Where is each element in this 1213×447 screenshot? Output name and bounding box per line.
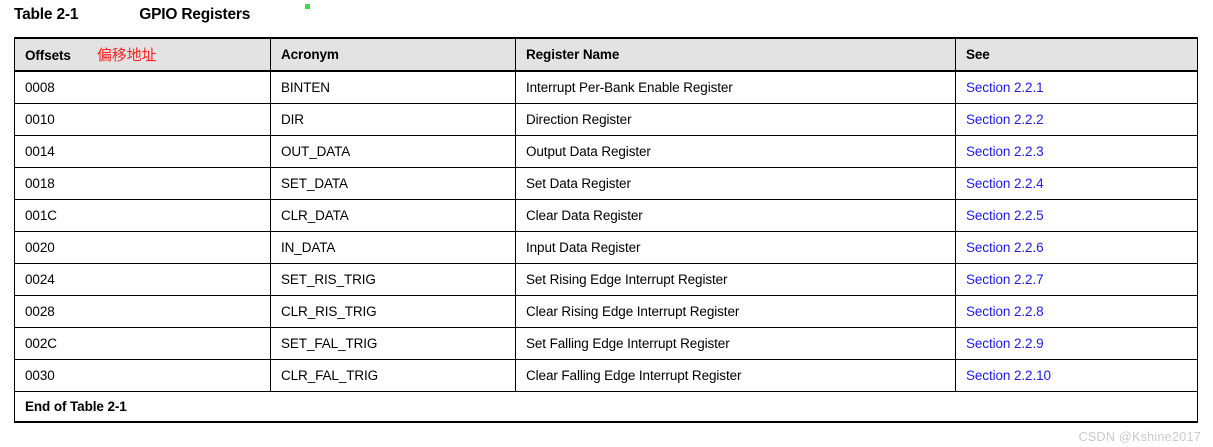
section-link[interactable]: Section 2.2.8 [966, 303, 1044, 319]
cell-offset: 0014 [14, 135, 271, 168]
section-link[interactable]: Section 2.2.9 [966, 335, 1044, 351]
cell-acronym: DIR [270, 103, 516, 136]
cell-register-name: Input Data Register [515, 231, 956, 264]
cell-see: Section 2.2.7 [955, 263, 1198, 296]
cell-acronym: CLR_RIS_TRIG [270, 295, 516, 328]
cell-register-name: Set Falling Edge Interrupt Register [515, 327, 956, 360]
section-link[interactable]: Section 2.2.10 [966, 367, 1051, 383]
cell-register-name: Set Data Register [515, 167, 956, 200]
section-link[interactable]: Section 2.2.2 [966, 111, 1044, 127]
section-link[interactable]: Section 2.2.1 [966, 79, 1044, 95]
cell-offset: 001C [14, 199, 271, 232]
cell-register-name: Clear Rising Edge Interrupt Register [515, 295, 956, 328]
table-header-row: Offsets 偏移地址 Acronym Register Name [14, 37, 1198, 72]
column-header-acronym: Acronym [270, 37, 516, 72]
column-header-offsets-annotation: 偏移地址 [96, 46, 157, 64]
cell-acronym: OUT_DATA [270, 135, 516, 168]
table-caption: Table 2-1 GPIO Registers [14, 1, 250, 29]
cell-see: Section 2.2.6 [955, 231, 1198, 264]
cell-see: Section 2.2.4 [955, 167, 1198, 200]
cell-acronym: IN_DATA [270, 231, 516, 264]
table-caption-title: GPIO Registers [139, 6, 251, 23]
section-link[interactable]: Section 2.2.7 [966, 271, 1044, 287]
cell-offset: 0024 [14, 263, 271, 296]
cell-see: Section 2.2.10 [956, 359, 1198, 391]
cell-acronym: SET_FAL_TRIG [270, 327, 516, 360]
cell-see: Section 2.2.8 [955, 295, 1198, 328]
column-header-register-name: Register Name [515, 37, 956, 72]
cell-see: Section 2.2.3 [955, 135, 1198, 168]
table-footer-row: End of Table 2-1 [14, 390, 1198, 423]
section-link[interactable]: Section 2.2.4 [966, 175, 1044, 191]
cell-acronym: SET_RIS_TRIG [270, 263, 516, 296]
cell-acronym: SET_DATA [270, 167, 516, 200]
cell-see: Section 2.2.2 [955, 103, 1198, 136]
cell-see: Section 2.2.5 [955, 199, 1198, 232]
cell-register-name: Clear Data Register [515, 199, 956, 232]
column-header-offsets-label: Offsets [25, 48, 71, 63]
cell-see: Section 2.2.9 [955, 327, 1198, 360]
cell-offset: 0028 [14, 295, 271, 328]
cell-acronym: BINTEN [270, 71, 516, 104]
cell-see: Section 2.2.1 [955, 71, 1198, 104]
cell-offset: 002C [14, 327, 271, 360]
cell-register-name: Interrupt Per-Bank Enable Register [515, 71, 956, 104]
watermark: CSDN @Kshine2017 [1078, 430, 1201, 444]
column-header-see-label: See [966, 47, 990, 62]
gpio-registers-table-wrap: Offsets 偏移地址 Acronym Register Name [14, 37, 1198, 423]
table-header: Offsets 偏移地址 Acronym Register Name [14, 37, 1198, 72]
cell-offset: 0018 [14, 167, 271, 200]
cell-register-name: Direction Register [515, 103, 956, 136]
column-header-see: See [955, 37, 1198, 72]
table-caption-label: Table 2-1 [14, 6, 79, 23]
cell-acronym: CLR_FAL_TRIG [270, 359, 516, 391]
green-dot-icon [305, 4, 310, 9]
cell-offset: 0008 [14, 71, 271, 104]
end-of-table-label: End of Table 2-1 [14, 390, 1198, 423]
column-header-register-name-label: Register Name [526, 47, 620, 62]
table-footer: End of Table 2-1 [14, 390, 1198, 423]
cell-offset: 0020 [14, 231, 271, 264]
cell-acronym: CLR_DATA [270, 199, 516, 232]
cell-register-name: Set Rising Edge Interrupt Register [515, 263, 956, 296]
cell-register-name: Clear Falling Edge Interrupt Register [515, 359, 956, 391]
section-link[interactable]: Section 2.2.5 [966, 207, 1044, 223]
gpio-registers-table: Offsets 偏移地址 Acronym Register Name [14, 37, 1198, 423]
cell-offset: 0030 [14, 359, 271, 391]
column-header-offsets: Offsets 偏移地址 [14, 37, 271, 72]
section-link[interactable]: Section 2.2.6 [966, 239, 1044, 255]
column-header-acronym-label: Acronym [281, 47, 339, 62]
cell-offset: 0010 [14, 103, 271, 136]
cell-register-name: Output Data Register [515, 135, 956, 168]
section-link[interactable]: Section 2.2.3 [966, 143, 1044, 159]
